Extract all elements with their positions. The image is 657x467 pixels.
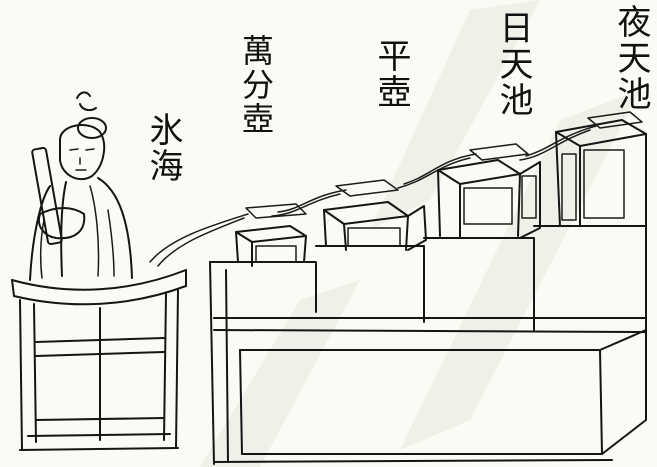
ice-sea-vessel bbox=[11, 269, 187, 451]
label-ice-sea: 氷海 bbox=[143, 112, 183, 184]
tank-night-pool bbox=[555, 111, 647, 227]
attendant-figure bbox=[29, 91, 133, 281]
tank-ten-thousand bbox=[235, 203, 307, 267]
label-night-pool: 夜天池 bbox=[611, 4, 651, 112]
label-ten-thousand-clepsydra: 萬分壺 bbox=[237, 34, 275, 136]
tank-sun-pool bbox=[437, 143, 541, 239]
water-streams bbox=[149, 125, 597, 267]
label-level-pot: 平壺 bbox=[371, 38, 411, 110]
tank-level-pot bbox=[323, 179, 427, 251]
stepped-platform bbox=[209, 225, 647, 465]
label-sun-pool: 日天池 bbox=[493, 10, 533, 118]
